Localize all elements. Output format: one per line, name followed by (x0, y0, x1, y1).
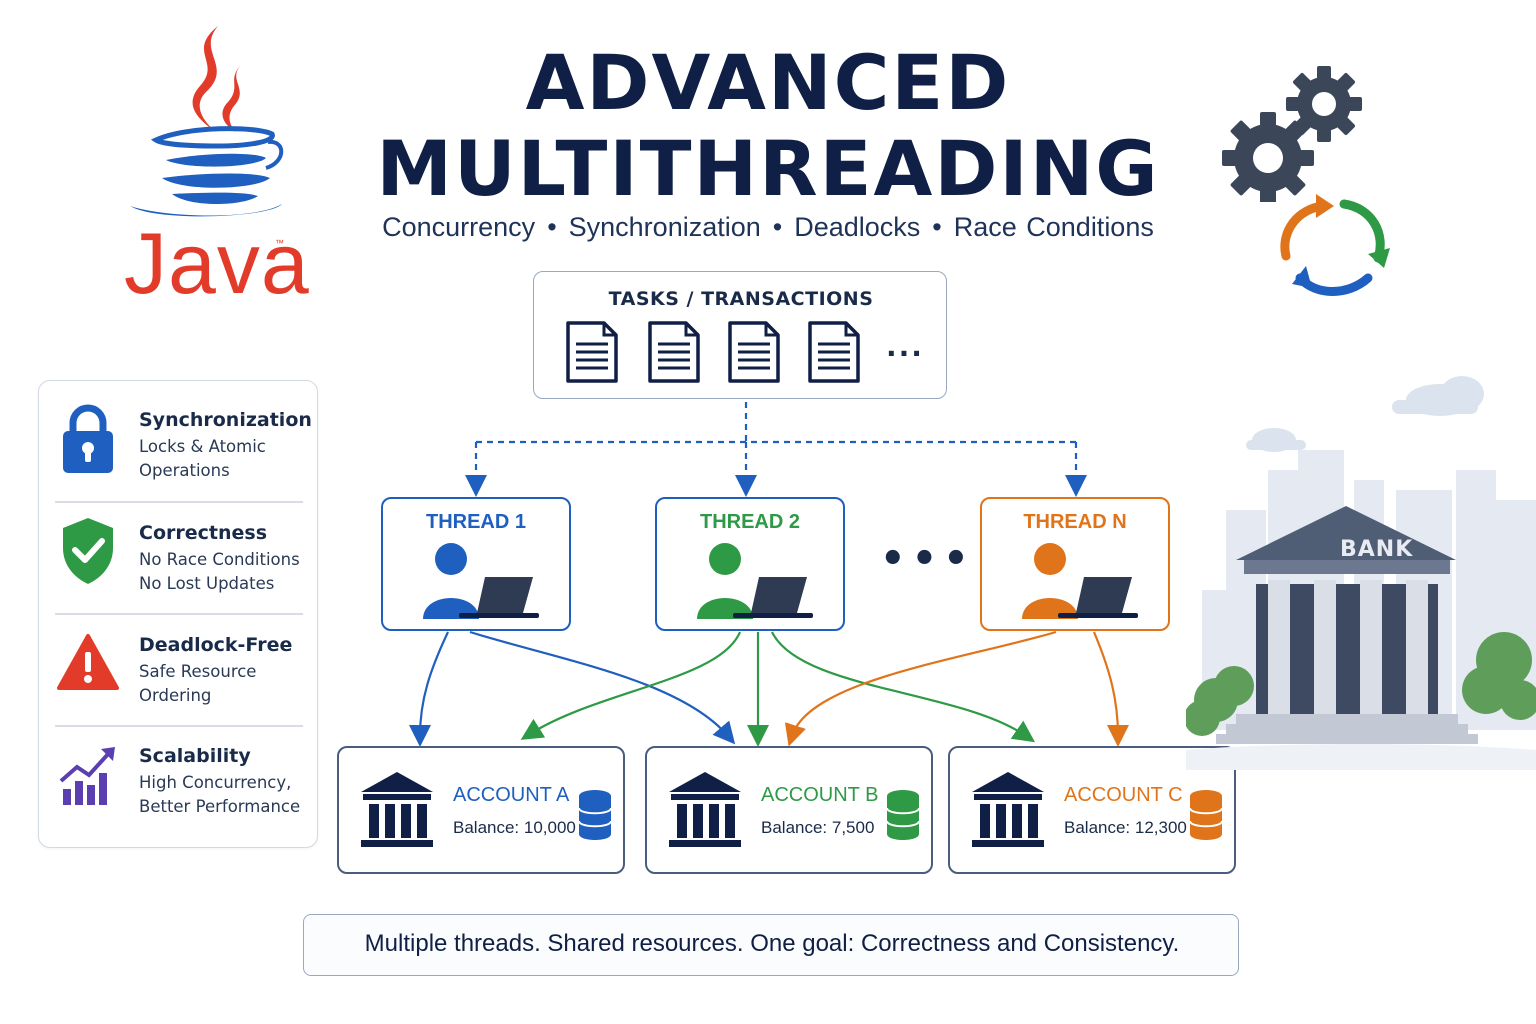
feature-title: Correctness (139, 522, 267, 544)
document-icon (566, 321, 618, 383)
subtitle-separator: • (772, 212, 783, 242)
feature-desc-line: Safe Resource (139, 662, 257, 681)
feature-title: Scalability (139, 745, 251, 767)
thread-label: THREAD 1 (425, 511, 526, 533)
thread1-to-accountB (469, 630, 736, 745)
account-a-box: ACCOUNT A Balance: 10,000 (337, 746, 625, 874)
feature-description: Safe Resource Ordering (139, 660, 314, 708)
feature-scalability: Scalability High Concurrency, Better Per… (39, 717, 319, 827)
shield-check-icon (63, 518, 113, 584)
subtitle-item: Concurrency (382, 212, 536, 242)
document-icon (648, 321, 700, 383)
features-panel: Synchronization Locks & Atomic Operation… (38, 380, 318, 848)
growth-chart-icon (59, 747, 115, 805)
subtitle-separator: • (547, 212, 557, 242)
database-icon (578, 790, 612, 840)
java-coffee-cup-icon (130, 26, 284, 217)
thread1-to-accountA (409, 631, 449, 747)
feature-description: Locks & Atomic Operations (139, 435, 314, 483)
threadn-to-accountC (1092, 631, 1129, 747)
feature-desc-line: Operations (139, 461, 230, 480)
feature-desc-line: Ordering (139, 686, 212, 705)
warning-triangle-icon (57, 634, 119, 690)
divider (55, 501, 303, 503)
thread2-to-accountA (520, 631, 742, 740)
database-icon (886, 790, 920, 840)
bank-icon (972, 772, 1044, 847)
feature-desc-line: No Race Conditions (139, 550, 300, 569)
feature-title: Deadlock-Free (139, 634, 293, 656)
feature-correctness: Correctness No Race Conditions No Lost U… (39, 494, 319, 604)
footer-text: Multiple threads. Shared resources. One … (364, 930, 1180, 957)
thread2-to-accountC (771, 631, 1036, 743)
tasks-title: TASKS / TRANSACTIONS (608, 288, 874, 310)
subtitle-item: Synchronization (568, 212, 761, 242)
gears-icon (1222, 66, 1362, 202)
feature-desc-line: Better Performance (139, 797, 301, 816)
feature-desc-line: Locks & Atomic (139, 437, 266, 456)
user-laptop-icon (697, 543, 813, 619)
bank-building-icon (1186, 376, 1536, 770)
account-name: ACCOUNT A (453, 784, 570, 806)
account-balance: Balance: 7,500 (761, 818, 875, 837)
subtitle-item: Race Conditions (953, 212, 1154, 242)
threads-ellipsis: ••• (880, 536, 975, 582)
feature-title: Synchronization (139, 409, 312, 431)
subtitle: Concurrency • Synchronization • Deadlocks • Ra… (0, 212, 1536, 243)
java-logo-text: Java (124, 216, 310, 312)
feature-desc-line: No Lost Updates (139, 574, 275, 593)
feature-deadlock-free: Deadlock-Free Safe Resource Ordering (39, 606, 319, 716)
account-name: ACCOUNT C (1064, 784, 1183, 806)
thread-1-box: THREAD 1 (381, 497, 571, 631)
divider (55, 613, 303, 615)
account-balance: Balance: 10,000 (453, 818, 576, 837)
bank-icon (361, 772, 433, 847)
database-icon (1189, 790, 1223, 840)
bank-label: BANK (1340, 537, 1414, 562)
document-icon (808, 321, 860, 383)
feature-synchronization: Synchronization Locks & Atomic Operation… (39, 381, 319, 491)
trademark-symbol: ™ (275, 238, 284, 248)
divider (55, 725, 303, 727)
thread-n-box: THREAD N (980, 497, 1170, 631)
user-laptop-icon (423, 543, 539, 619)
subtitle-item: Deadlocks (794, 212, 921, 242)
user-laptop-icon (1022, 543, 1138, 619)
account-balance: Balance: 12,300 (1064, 818, 1187, 837)
bank-icon (669, 772, 741, 847)
document-icon (728, 321, 780, 383)
padlock-icon (63, 404, 113, 473)
refresh-cycle-icon (1280, 194, 1390, 296)
thread-label: THREAD 2 (699, 511, 800, 533)
footer-banner: Multiple threads. Shared resources. One … (303, 914, 1239, 976)
feature-desc-line: High Concurrency, (139, 773, 292, 792)
account-name: ACCOUNT B (761, 784, 879, 806)
threadn-to-accountB (784, 630, 1057, 747)
thread-label: THREAD N (1023, 511, 1127, 533)
page-title-line2: MULTITHREADING (376, 124, 1160, 213)
page-title-line1: ADVANCED (525, 38, 1011, 127)
thread-2-box: THREAD 2 (655, 497, 845, 631)
subtitle-separator: • (932, 212, 942, 242)
account-b-box: ACCOUNT B Balance: 7,500 (645, 746, 933, 874)
feature-description: No Race Conditions No Lost Updates (139, 548, 314, 596)
feature-description: High Concurrency, Better Performance (139, 771, 314, 819)
tasks-box: TASKS / TRANSACTIONS ... (533, 271, 947, 399)
tasks-ellipsis: ... (886, 330, 924, 363)
